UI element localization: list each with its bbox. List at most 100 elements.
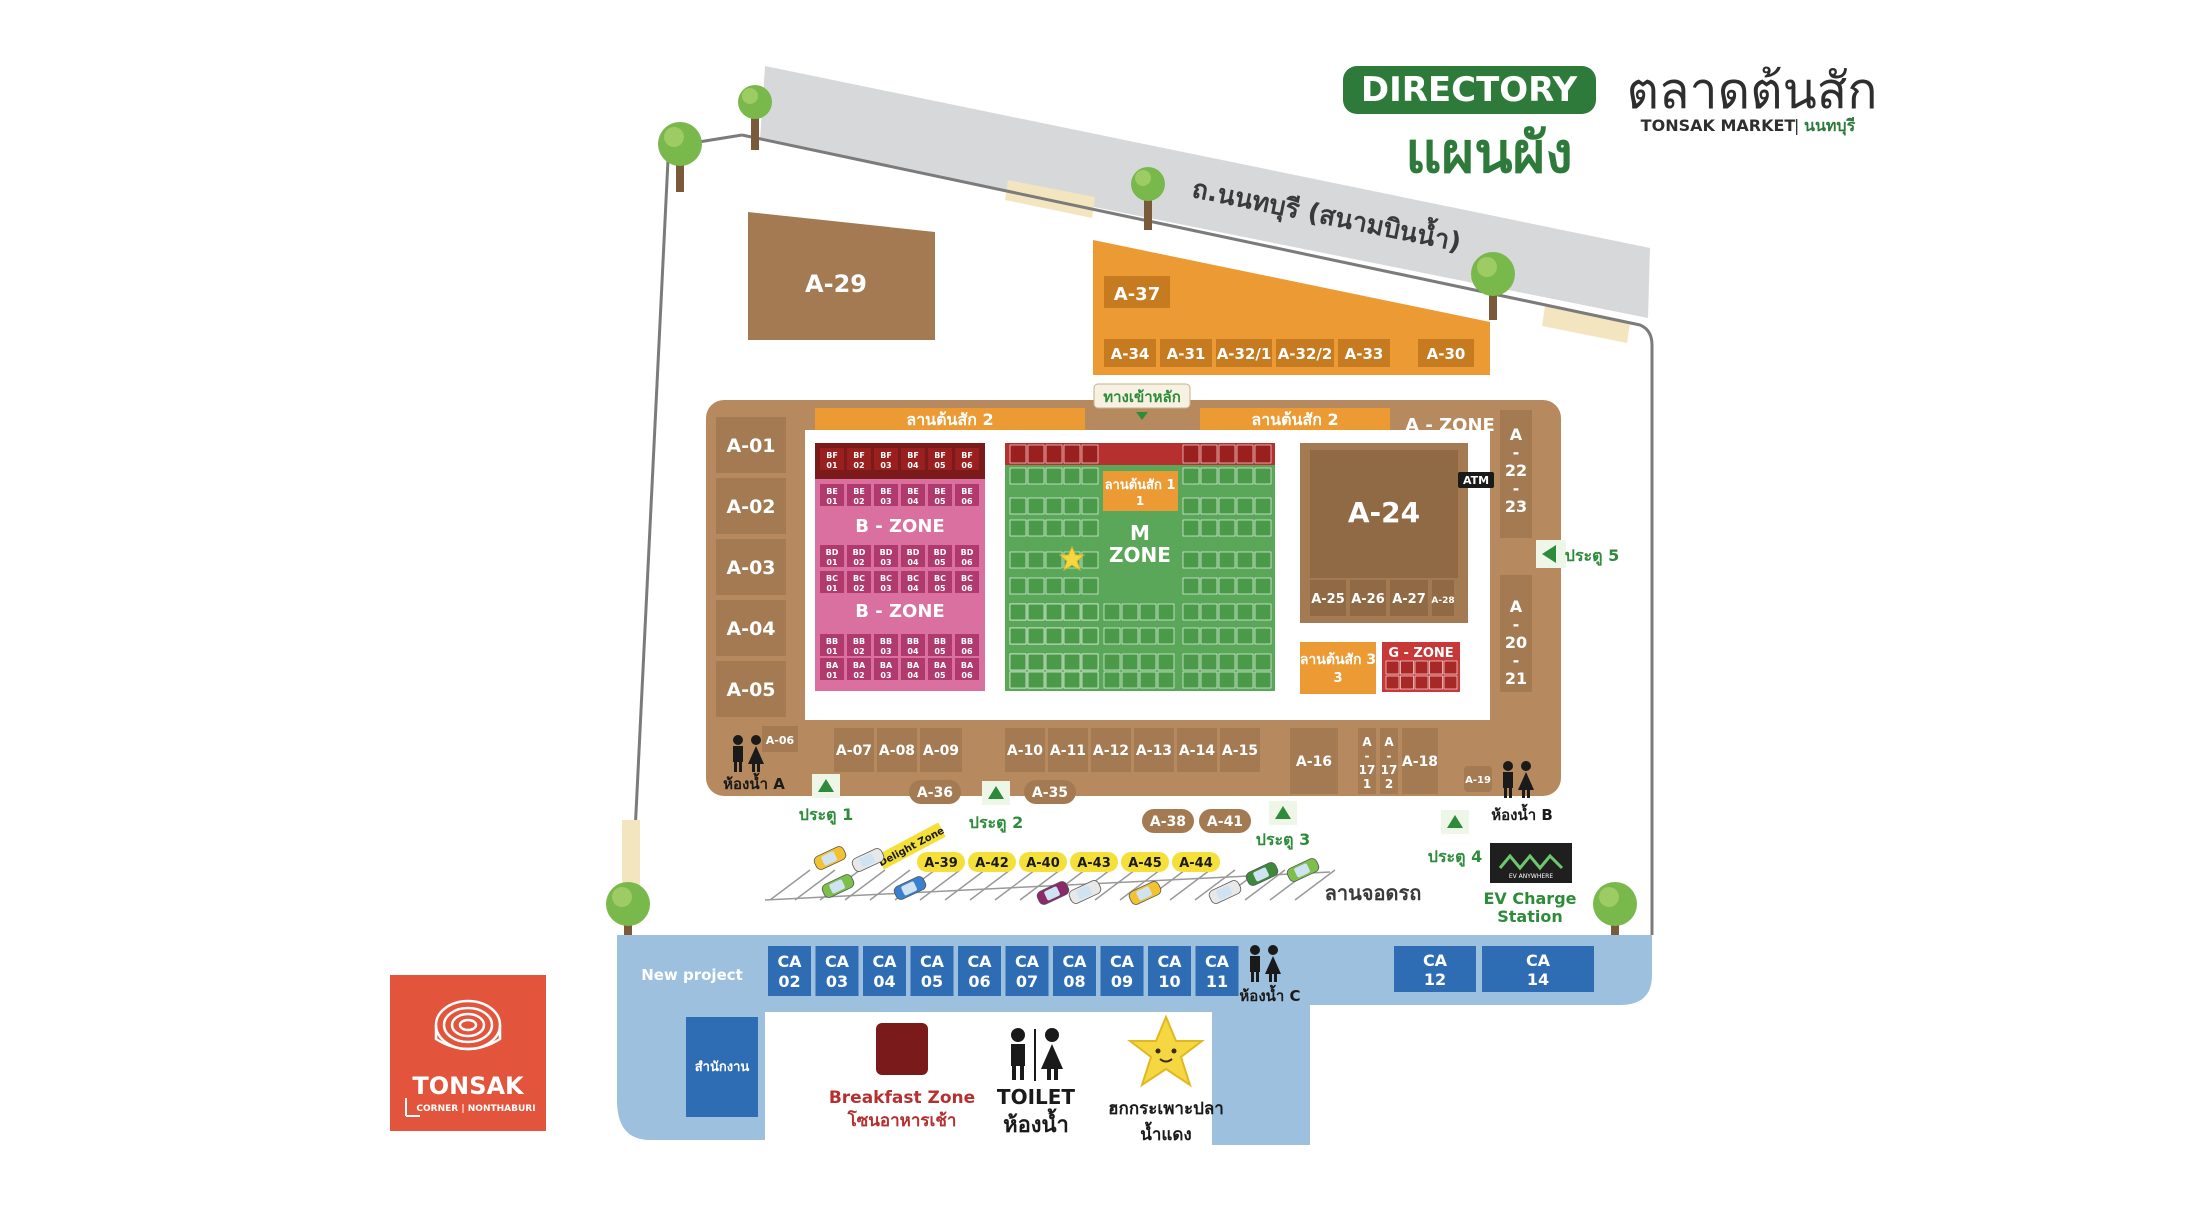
gate-5[interactable]: ประตู 5 <box>1536 540 1619 568</box>
g-stall[interactable] <box>1385 675 1400 690</box>
toilet-c[interactable]: ห้องน้ำ C <box>1239 945 1301 1005</box>
m-stall[interactable] <box>1218 671 1236 689</box>
m-stall[interactable] <box>1027 653 1045 671</box>
block-a29[interactable]: A-29 <box>748 212 935 340</box>
m-stall[interactable] <box>1121 671 1139 689</box>
m-stall[interactable] <box>1103 671 1121 689</box>
stall-a322[interactable]: A-32/2 <box>1276 339 1334 367</box>
g-stall[interactable] <box>1400 675 1414 690</box>
m-stall[interactable] <box>1139 653 1157 671</box>
m-stall[interactable] <box>1254 603 1272 621</box>
m-stall[interactable] <box>1081 551 1099 569</box>
stall-a08[interactable]: A-08 <box>877 728 917 772</box>
m-stall[interactable] <box>1236 671 1254 689</box>
gate-3[interactable]: ประตู 3 <box>1256 801 1310 851</box>
block-a37[interactable] <box>1104 276 1170 308</box>
stall-a38[interactable]: A-38 <box>1142 809 1194 833</box>
m-stall[interactable] <box>1236 519 1254 537</box>
block-a20-21[interactable]: A - 20 - 21 <box>1500 575 1532 692</box>
m-stall[interactable] <box>1045 577 1063 595</box>
m-stall[interactable] <box>1236 551 1254 569</box>
m-stall[interactable] <box>1103 653 1121 671</box>
m-stall[interactable] <box>1081 603 1099 621</box>
stall-a10[interactable]: A-10 <box>1005 728 1045 772</box>
m-stall[interactable] <box>1081 577 1099 595</box>
stall-a05[interactable]: A-05 <box>716 661 786 717</box>
m-stall[interactable] <box>1027 551 1045 569</box>
m-stall[interactable] <box>1027 519 1045 537</box>
m-stall[interactable] <box>1139 627 1157 645</box>
atm[interactable] <box>1458 472 1494 488</box>
plaza-2-left[interactable]: ลานต้นสัก 2 <box>815 408 1085 430</box>
m-stall[interactable] <box>1236 653 1254 671</box>
m-stall[interactable] <box>1081 653 1099 671</box>
stall-a33[interactable]: A-33 <box>1338 339 1390 367</box>
m-stall[interactable] <box>1182 603 1200 621</box>
plaza-3[interactable]: ลานต้นสัก 3 3 <box>1300 642 1376 694</box>
g-stall[interactable] <box>1414 660 1429 675</box>
m-stall[interactable] <box>1218 627 1236 645</box>
m-stall[interactable] <box>1157 653 1175 671</box>
m-stall[interactable] <box>1254 653 1272 671</box>
m-stall[interactable] <box>1081 467 1099 485</box>
m-stall[interactable] <box>1218 467 1236 485</box>
m-stall[interactable] <box>1236 603 1254 621</box>
m-stall[interactable] <box>1063 671 1081 689</box>
g-stall[interactable] <box>1400 660 1414 675</box>
m-stall[interactable] <box>1027 671 1045 689</box>
m-stall[interactable] <box>1063 603 1081 621</box>
m-stall[interactable] <box>1254 497 1272 515</box>
m-stall[interactable] <box>1218 519 1236 537</box>
m-stall[interactable] <box>1081 497 1099 515</box>
m-stall[interactable] <box>1200 653 1218 671</box>
g-zone[interactable]: G - ZONE <box>1382 642 1460 692</box>
m-stall[interactable] <box>1081 519 1099 537</box>
m-stall[interactable] <box>1063 577 1081 595</box>
stall-a14[interactable]: A-14 <box>1177 728 1217 772</box>
m-stall[interactable] <box>1157 627 1175 645</box>
ev-station[interactable]: EV ANYWHERE EV Charge Station <box>1483 843 1577 926</box>
m-stall[interactable] <box>1009 671 1027 689</box>
block-a17-1[interactable]: A - 17 1 <box>1358 728 1376 794</box>
stall-a06[interactable]: A-06 <box>762 726 798 752</box>
stall-a16[interactable]: A-16 <box>1290 728 1338 794</box>
stall-a01[interactable]: A-01 <box>716 417 786 473</box>
block-a19[interactable]: A-19 <box>1464 766 1492 792</box>
m-stall[interactable] <box>1157 671 1175 689</box>
m-stall[interactable] <box>1081 671 1099 689</box>
toilet-a[interactable]: ห้องน้ำ A <box>723 735 785 793</box>
m-stall[interactable] <box>1045 671 1063 689</box>
mj-stall[interactable] <box>1254 444 1272 464</box>
m-stall[interactable] <box>1218 577 1236 595</box>
m-stall[interactable] <box>1200 551 1218 569</box>
stall-a04[interactable]: A-04 <box>716 600 786 656</box>
stall-a07[interactable]: A-07 <box>834 728 874 772</box>
m-stall[interactable] <box>1121 627 1139 645</box>
stall-a15[interactable]: A-15 <box>1220 728 1260 772</box>
stall-a12[interactable]: A-12 <box>1091 728 1131 772</box>
m-stall[interactable] <box>1045 653 1063 671</box>
mj-stall[interactable] <box>1009 444 1027 464</box>
office[interactable] <box>686 1017 758 1117</box>
m-stall[interactable] <box>1182 653 1200 671</box>
stall-a40[interactable]: A-40 <box>1019 852 1067 872</box>
